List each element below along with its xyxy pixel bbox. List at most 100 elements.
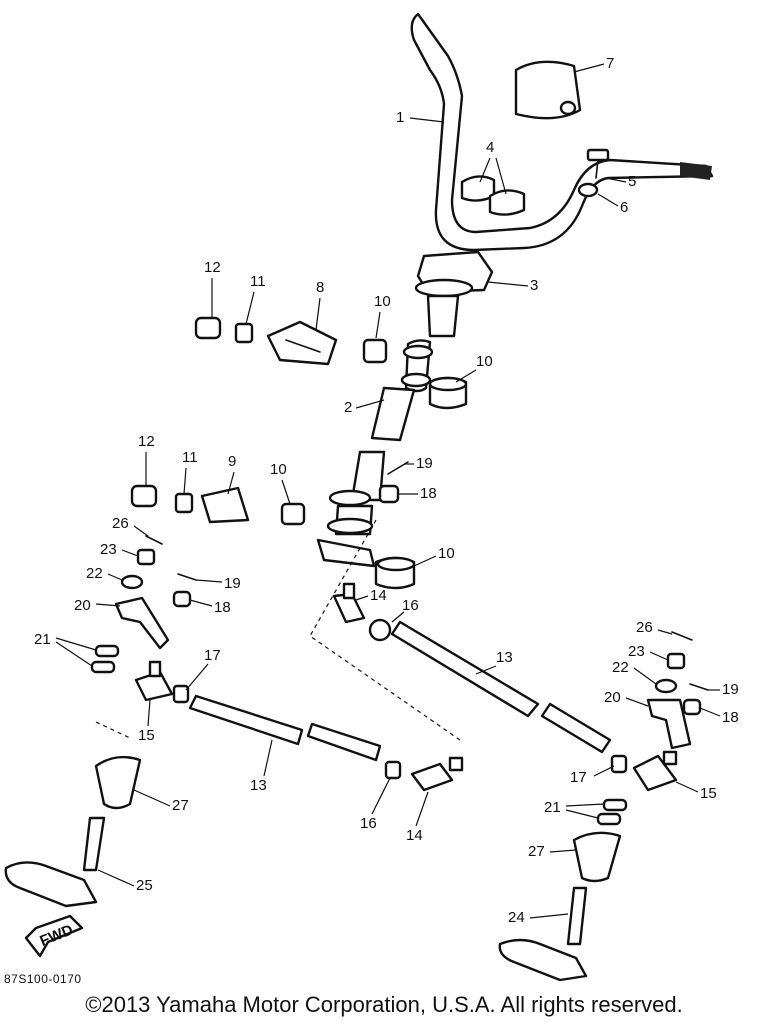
- column-holder-lower: [200, 486, 250, 524]
- callout-7: 7: [606, 55, 614, 72]
- nut-18-right: [682, 698, 702, 716]
- callout-14-a: 14: [370, 587, 387, 604]
- bush-27-left: [94, 755, 142, 810]
- callout-16-a: 16: [402, 597, 419, 614]
- handlebar-holder: [460, 175, 526, 216]
- callout-22-a: 22: [86, 565, 103, 582]
- callout-23-b: 23: [628, 643, 645, 660]
- holder-nut-lower: [174, 492, 194, 514]
- callout-22-b: 22: [612, 659, 629, 676]
- cotter-26-left: [145, 535, 163, 545]
- washer-22-left: [120, 574, 144, 590]
- tie-rod-end-center: [332, 582, 366, 624]
- callout-26-a: 26: [112, 515, 129, 532]
- callout-1: 1: [396, 109, 404, 126]
- cotter-19-left: [177, 573, 197, 581]
- callout-21-a: 21: [34, 631, 51, 648]
- locknut-16-left: [384, 760, 402, 780]
- holder-nut-upper: [234, 322, 254, 344]
- nut-21-left-a: [94, 644, 120, 658]
- fwd-arrow: FWD: [24, 914, 84, 958]
- castle-nut-23-left: [136, 548, 156, 566]
- callout-23-a: 23: [100, 541, 117, 558]
- callout-8: 8: [316, 279, 324, 296]
- handlebar: [410, 12, 714, 252]
- callout-24: 24: [508, 909, 525, 926]
- diagram-part-code: 87S100-0170: [4, 972, 82, 986]
- nut-18-left: [172, 590, 192, 608]
- steering-column-lower: [316, 450, 386, 568]
- castle-nut-23-right: [666, 652, 686, 670]
- callout-14-b: 14: [406, 827, 423, 844]
- callout-19-b: 19: [224, 575, 241, 592]
- knuckle-25: [4, 816, 106, 908]
- callout-4: 4: [486, 139, 494, 156]
- cotter-26-right: [671, 631, 693, 641]
- callout-10-b: 10: [476, 353, 493, 370]
- callout-15-b: 15: [700, 785, 717, 802]
- column-bush-upper: [362, 338, 468, 410]
- column-bush-small: [280, 502, 306, 526]
- callout-19-a: 19: [416, 455, 433, 472]
- knuckle-arm-right: [646, 698, 692, 750]
- callouts: 1 2 3 4 5 6 7 8 9 10 10 10 10 11 11 12 1…: [34, 55, 739, 926]
- callout-10-c: 10: [270, 461, 287, 478]
- nut-21-right-a: [602, 798, 628, 812]
- copyright-notice: ©2013 Yamaha Motor Corporation, U.S.A. A…: [85, 992, 683, 1017]
- tie-rod-end-left: [134, 660, 174, 702]
- callout-15-a: 15: [138, 727, 155, 744]
- callout-13-a: 13: [496, 649, 513, 666]
- steering-parts-diagram: FWD 1 2 3 4 5 6 7 8 9 10 10 10 10 11 11 …: [4, 12, 739, 982]
- column-holder-upper: [266, 320, 338, 366]
- column-bush-lower: [374, 556, 416, 590]
- callout-26-b: 26: [636, 619, 653, 636]
- callout-25: 25: [136, 877, 153, 894]
- nut-21-right-b: [596, 812, 622, 826]
- callout-17-b: 17: [570, 769, 587, 786]
- holder-bolt: [586, 148, 610, 179]
- callout-20-b: 20: [604, 689, 621, 706]
- callout-6: 6: [620, 199, 628, 216]
- knuckle-arm-left: [114, 596, 170, 650]
- washer-22-right: [654, 678, 678, 694]
- callout-5: 5: [628, 173, 636, 190]
- callout-12-a: 12: [204, 259, 221, 276]
- holder-washer: [577, 182, 599, 198]
- callout-27-b: 27: [528, 843, 545, 860]
- callout-18-a: 18: [420, 485, 437, 502]
- tie-rod-left: [188, 694, 382, 762]
- tie-rod-right: [368, 618, 612, 754]
- tie-rod-end-lower: [410, 756, 464, 792]
- handle-crown: [414, 250, 494, 298]
- callout-17-a: 17: [204, 647, 221, 664]
- callout-2: 2: [344, 399, 352, 416]
- holder-bolt-lower: [130, 484, 158, 508]
- callout-13-b: 13: [250, 777, 267, 794]
- callout-27-a: 27: [172, 797, 189, 814]
- bush-27-right: [572, 831, 622, 883]
- handlebar-pad: [514, 60, 582, 120]
- callout-11-a: 11: [250, 273, 266, 290]
- nut-21-left-b: [90, 660, 116, 674]
- callout-18-c: 18: [722, 709, 739, 726]
- callout-16-b: 16: [360, 815, 377, 832]
- tie-rod-end-right: [632, 750, 678, 792]
- nut-18-center: [378, 484, 400, 504]
- callout-20-a: 20: [74, 597, 91, 614]
- callout-11-b: 11: [182, 449, 198, 466]
- callout-18-b: 18: [214, 599, 231, 616]
- locknut-17-right: [610, 754, 628, 774]
- callout-10-d: 10: [438, 545, 455, 562]
- knuckle-24: [498, 886, 588, 982]
- callout-21-b: 21: [544, 799, 561, 816]
- locknut-17-left: [172, 684, 190, 704]
- callout-19-c: 19: [722, 681, 739, 698]
- callout-12-b: 12: [138, 433, 155, 450]
- assembly-guides: [95, 519, 461, 741]
- cotter-19-right: [689, 683, 709, 691]
- callout-9: 9: [228, 453, 236, 470]
- holder-bolt-upper: [194, 316, 222, 340]
- steering-column-upper: [370, 294, 460, 442]
- callout-3: 3: [530, 277, 538, 294]
- callout-10-a: 10: [374, 293, 391, 310]
